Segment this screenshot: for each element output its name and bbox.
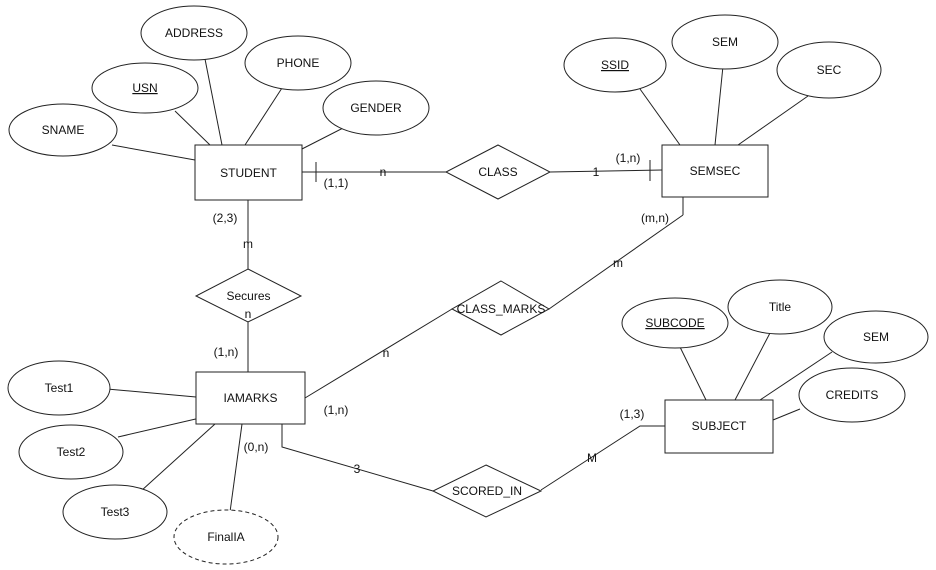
line-gender-student [299, 126, 346, 151]
label-semsec-class-1: 1 [593, 165, 600, 179]
attribute-sem-semsec-label: SEM [712, 35, 738, 49]
entity-student: STUDENT [194, 144, 303, 201]
line-credits-subject [772, 408, 801, 421]
label-finalia-card: (0,n) [244, 440, 269, 454]
attribute-test1: Test1 [7, 360, 111, 416]
line-phone-student [244, 87, 283, 146]
line-scoredin-subject [540, 425, 665, 491]
line-iamarks-scoredin [281, 424, 434, 492]
attribute-ssid-label: SSID [601, 58, 629, 72]
label-iamarks-scored-3: 3 [354, 462, 361, 476]
label-iamarks-secures-n: n [245, 307, 252, 321]
line-test1-iamarks [106, 388, 197, 398]
attribute-test2: Test2 [18, 424, 124, 480]
entity-iamarks-label: IAMARKS [223, 391, 277, 405]
attribute-address: ADDRESS [140, 5, 248, 61]
line-iamarks-classmarks [304, 308, 453, 399]
relationship-class: CLASS [444, 144, 552, 200]
attribute-sem-semsec: SEM [671, 14, 779, 70]
attribute-test2-label: Test2 [57, 445, 86, 459]
attribute-sname: SNAME [8, 103, 118, 157]
label-student-secures-m: m [243, 237, 253, 251]
attribute-finalia: FinalIA [173, 509, 279, 565]
relationship-class-marks: CLASS_MARKS [450, 280, 551, 336]
attribute-ssid: SSID [563, 37, 667, 93]
label-student-secures-card: (2,3) [213, 211, 238, 225]
line-sname-student [111, 144, 196, 161]
attribute-test3-label: Test3 [101, 505, 130, 519]
cardinality-labels: (1,1) n (1,n) 1 (m,n) m (2,3) m (1,n) n … [213, 151, 669, 476]
attribute-address-label: ADDRESS [165, 26, 223, 40]
line-test3-iamarks [140, 423, 216, 492]
line-finalia-iamarks [229, 423, 243, 513]
line-test2-iamarks [117, 417, 201, 438]
line-sem-subject [759, 351, 833, 401]
attribute-finalia-label: FinalIA [207, 530, 244, 544]
label-semsec-classmarks-m: m [613, 256, 623, 270]
relationship-secures: Secures [194, 268, 303, 323]
entity-semsec-label: SEMSEC [690, 164, 741, 178]
attribute-sem-subject-label: SEM [863, 330, 889, 344]
attribute-gender: GENDER [322, 80, 430, 136]
line-sem-semsec [714, 65, 724, 146]
label-iamarks-classmarks-card: (1,n) [324, 403, 349, 417]
line-sec-semsec [737, 95, 809, 146]
line-ssid-semsec [639, 88, 681, 146]
attribute-credits-label: CREDITS [826, 388, 879, 402]
attribute-sec: SEC [776, 41, 882, 99]
attribute-credits: CREDITS [798, 367, 906, 423]
relationship-secures-label: Secures [226, 289, 270, 303]
attribute-title-label: Title [769, 300, 792, 314]
entity-iamarks: IAMARKS [195, 371, 306, 425]
relationship-class-marks-label: CLASS_MARKS [457, 302, 546, 316]
label-iamarks-classmarks-n: n [383, 346, 390, 360]
label-subject-scored-m: M [587, 451, 597, 465]
label-semsec-classmarks-card: (m,n) [641, 211, 669, 225]
relationship-class-label: CLASS [478, 165, 517, 179]
entity-subject-label: SUBJECT [692, 419, 747, 433]
attribute-sec-label: SEC [817, 63, 842, 77]
attribute-sname-label: SNAME [42, 123, 85, 137]
label-student-class-n: n [380, 165, 387, 179]
attribute-sem-subject: SEM [823, 310, 929, 364]
attribute-test3: Test3 [62, 484, 168, 540]
attribute-title: Title [727, 279, 833, 335]
attribute-test1-label: Test1 [45, 381, 74, 395]
label-semsec-class-card: (1,n) [616, 151, 641, 165]
attribute-gender-label: GENDER [350, 101, 402, 115]
label-student-class-card: (1,1) [324, 176, 349, 190]
label-iamarks-secures-card: (1,n) [214, 345, 239, 359]
line-title-subject [734, 332, 771, 401]
attribute-phone-label: PHONE [277, 56, 320, 70]
attribute-subcode-label: SUBCODE [645, 316, 704, 330]
line-semsec-classmarks [548, 214, 684, 310]
line-usn-student [174, 110, 211, 146]
entity-student-label: STUDENT [220, 166, 277, 180]
entity-subject: SUBJECT [664, 399, 774, 454]
attribute-usn: USN [91, 62, 199, 114]
line-subcode-subject [679, 346, 707, 401]
line-address-student [204, 58, 223, 146]
entity-semsec: SEMSEC [661, 144, 769, 198]
attribute-usn-label: USN [132, 81, 157, 95]
relationship-scored-in: SCORED_IN [431, 464, 543, 518]
attribute-phone: PHONE [244, 35, 352, 91]
line-class-semsec [549, 169, 663, 173]
label-subject-card: (1,3) [620, 407, 645, 421]
connector-lines [106, 58, 833, 513]
attribute-subcode: SUBCODE [621, 297, 729, 349]
relationship-scored-in-label: SCORED_IN [452, 484, 522, 498]
